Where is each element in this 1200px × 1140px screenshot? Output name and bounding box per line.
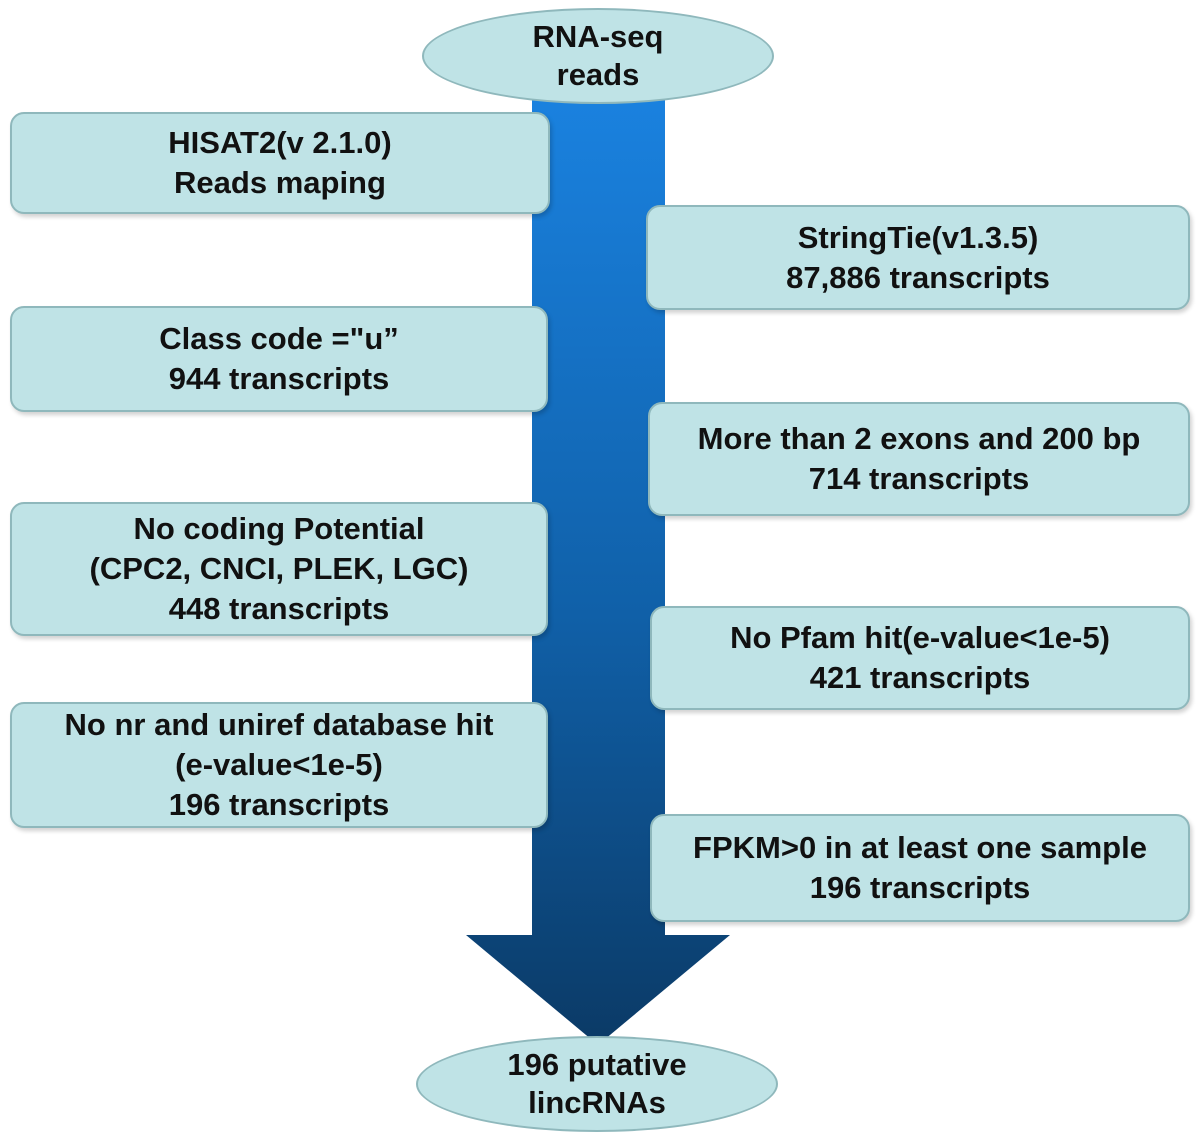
step-pfam: No Pfam hit(e-value<1e-5) 421 transcript… bbox=[650, 606, 1190, 710]
end-node-line-1: 196 putative bbox=[507, 1047, 687, 1082]
step-coding-potential-line-2: (CPC2, CNCI, PLEK, LGC) bbox=[89, 551, 469, 586]
step-pfam-line-1: No Pfam hit(e-value<1e-5) bbox=[730, 620, 1110, 655]
start-node-line-2: reads bbox=[556, 57, 640, 92]
start-node-rna-seq-reads: RNA-seq reads bbox=[422, 8, 774, 104]
step-stringtie-line-2: 87,886 transcripts bbox=[786, 259, 1050, 295]
step-stringtie: StringTie(v1.3.5) 87,886 transcripts bbox=[646, 205, 1190, 310]
step-class-code-line-1: Class code ="u” bbox=[159, 321, 399, 356]
step-hisat2-line-2: Reads maping bbox=[174, 165, 386, 200]
step-fpkm-line-1: FPKM>0 in at least one sample bbox=[693, 830, 1147, 865]
step-nr-uniref-line-1: No nr and uniref database hit bbox=[64, 707, 494, 742]
end-node-putative-lincrnas: 196 putative lincRNAs bbox=[416, 1036, 778, 1132]
step-fpkm-line-2: 196 transcripts bbox=[809, 870, 1031, 905]
step-hisat2-line-1: HISAT2(v 2.1.0) bbox=[168, 125, 392, 160]
step-stringtie-line-1: StringTie(v1.3.5) bbox=[797, 219, 1039, 255]
step-exons-length-line-1: More than 2 exons and 200 bp bbox=[697, 421, 1141, 456]
step-class-code: Class code ="u” 944 transcripts bbox=[10, 306, 548, 412]
step-nr-uniref-line-3: 196 transcripts bbox=[168, 787, 390, 822]
step-exons-length-line-2: 714 transcripts bbox=[808, 461, 1030, 496]
step-nr-uniref-line-2: (e-value<1e-5) bbox=[175, 747, 383, 782]
step-nr-uniref: No nr and uniref database hit (e-value<1… bbox=[10, 702, 548, 828]
end-node-line-2: lincRNAs bbox=[528, 1085, 666, 1120]
start-node-line-1: RNA-seq bbox=[532, 19, 664, 54]
step-hisat2: HISAT2(v 2.1.0) Reads maping bbox=[10, 112, 550, 214]
step-class-code-line-2: 944 transcripts bbox=[168, 361, 390, 396]
step-coding-potential-line-1: No coding Potential bbox=[133, 511, 425, 546]
step-pfam-line-2: 421 transcripts bbox=[809, 660, 1031, 695]
step-exons-length: More than 2 exons and 200 bp 714 transcr… bbox=[648, 402, 1190, 516]
step-fpkm: FPKM>0 in at least one sample 196 transc… bbox=[650, 814, 1190, 922]
step-coding-potential: No coding Potential (CPC2, CNCI, PLEK, L… bbox=[10, 502, 548, 636]
step-coding-potential-line-3: 448 transcripts bbox=[168, 591, 390, 626]
